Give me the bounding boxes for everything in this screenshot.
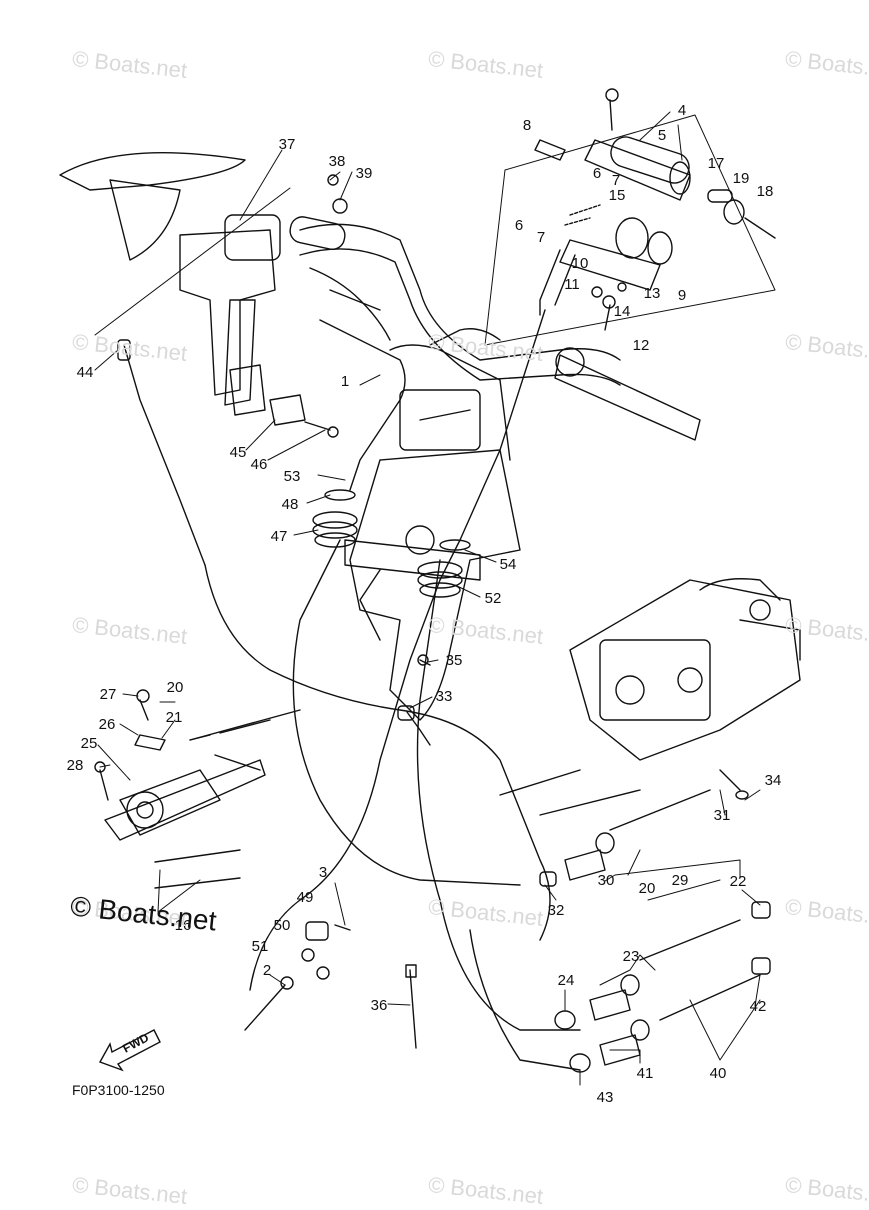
callout-label: 29 bbox=[672, 872, 689, 889]
callout-label: 17 bbox=[708, 155, 725, 172]
steering-cables bbox=[249, 309, 581, 1071]
callout-label: 1 bbox=[341, 373, 349, 390]
callout-label: 3 bbox=[319, 864, 327, 881]
callout-label: 19 bbox=[733, 170, 750, 187]
pedal-assembly bbox=[59, 152, 348, 438]
callout-label: 50 bbox=[274, 917, 291, 934]
diagram-code: F0P3100-1250 bbox=[72, 1082, 165, 1098]
callout-label: 52 bbox=[485, 590, 502, 607]
callout-label: 8 bbox=[523, 117, 531, 134]
engine-block bbox=[569, 578, 801, 761]
callout-label: 31 bbox=[714, 807, 731, 824]
leader-lines bbox=[94, 111, 761, 1086]
remote-control-unit bbox=[94, 689, 301, 889]
throttle-grip-assembly bbox=[484, 88, 776, 346]
callout-label: 47 bbox=[271, 528, 288, 545]
callout-label: 40 bbox=[710, 1065, 727, 1082]
handlebar-assembly bbox=[289, 216, 701, 441]
callout-label: 6 bbox=[515, 217, 523, 234]
callout-label: 35 bbox=[446, 652, 463, 669]
callout-label: 23 bbox=[623, 948, 640, 965]
steering-column bbox=[344, 328, 521, 721]
callout-label: 43 bbox=[597, 1089, 614, 1106]
callout-labels: 1 2 3 4 5 6 7 8 9 10 11 12 13 14 15 16 1… bbox=[67, 102, 782, 1106]
callout-label: 36 bbox=[371, 997, 388, 1014]
callout-label: 6 bbox=[593, 165, 601, 182]
callout-label: 44 bbox=[77, 364, 94, 381]
callout-label: 37 bbox=[279, 136, 296, 153]
callout-label: 54 bbox=[500, 556, 517, 573]
callout-label: 11 bbox=[564, 276, 580, 293]
callout-label: 4 bbox=[678, 102, 686, 119]
callout-label: 32 bbox=[548, 902, 565, 919]
callout-label: 10 bbox=[572, 255, 589, 272]
callout-label: 20 bbox=[639, 880, 656, 897]
callout-label: 46 bbox=[251, 456, 268, 473]
callout-label: 39 bbox=[356, 165, 373, 182]
fwd-arrow-icon bbox=[98, 1029, 161, 1072]
callout-label: 48 bbox=[282, 496, 299, 513]
callout-label: 51 bbox=[252, 938, 269, 955]
callout-label: 42 bbox=[750, 998, 767, 1015]
callout-label: 26 bbox=[99, 716, 116, 733]
callout-label: 49 bbox=[297, 889, 314, 906]
callout-label: 12 bbox=[633, 337, 650, 354]
callout-label: 25 bbox=[81, 735, 98, 752]
callout-label: 28 bbox=[67, 757, 84, 774]
callout-label: 13 bbox=[644, 285, 661, 302]
callout-label: 30 bbox=[598, 872, 615, 889]
callout-label: 20 bbox=[167, 679, 184, 696]
callout-label: 27 bbox=[100, 686, 117, 703]
callout-label: 22 bbox=[730, 873, 747, 890]
callout-label: 38 bbox=[329, 153, 346, 170]
callout-label: 9 bbox=[678, 287, 686, 304]
callout-label: 7 bbox=[612, 172, 620, 189]
callout-label: 16 bbox=[175, 917, 192, 934]
callout-label: 5 bbox=[658, 127, 666, 144]
callout-label: 7 bbox=[537, 229, 545, 246]
fwd-arrow: FWD bbox=[96, 1022, 166, 1072]
callout-label: 21 bbox=[166, 709, 183, 726]
callout-label: 2 bbox=[263, 962, 271, 979]
callout-label: 45 bbox=[230, 444, 247, 461]
callout-label: 33 bbox=[436, 688, 453, 705]
callout-label: 18 bbox=[757, 183, 774, 200]
cable-boots bbox=[312, 489, 471, 598]
callout-label: 53 bbox=[284, 468, 301, 485]
callout-label: 15 bbox=[609, 187, 626, 204]
callout-label: 41 bbox=[637, 1065, 654, 1082]
cable-fittings bbox=[244, 654, 771, 1073]
callout-label: 34 bbox=[765, 772, 782, 789]
callout-label: 24 bbox=[558, 972, 575, 989]
callout-label: 14 bbox=[614, 303, 631, 320]
